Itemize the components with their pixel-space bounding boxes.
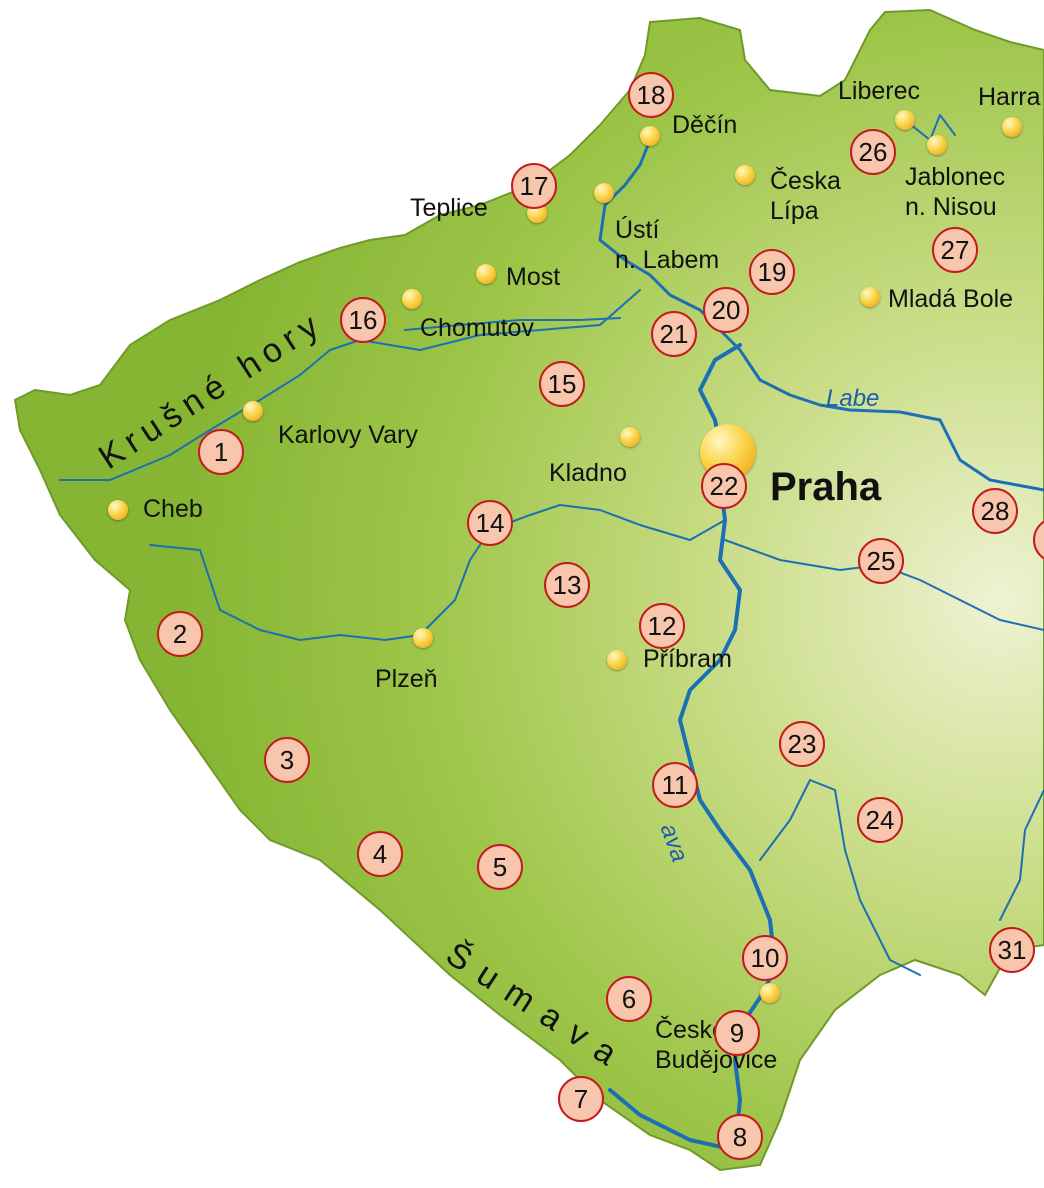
marker-1[interactable]: 1 [198, 429, 244, 475]
marker-26[interactable]: 26 [850, 129, 896, 175]
marker-18[interactable]: 18 [628, 72, 674, 118]
rivers [59, 114, 1044, 1152]
city-label-p-bram: Příbram [643, 645, 732, 673]
marker-23[interactable]: 23 [779, 721, 825, 767]
river-luznice [759, 779, 921, 976]
city-label-most: Most [506, 263, 561, 291]
river-bilina [404, 317, 621, 331]
city-label-liberec: Liberec [838, 77, 920, 105]
marker-9[interactable]: 9 [714, 1010, 760, 1056]
marker-27[interactable]: 27 [932, 227, 978, 273]
marker-3[interactable]: 3 [264, 737, 310, 783]
city-dot--eska[interactable] [735, 165, 755, 185]
marker-25[interactable]: 25 [858, 538, 904, 584]
city-label-d-n: Děčín [672, 111, 738, 139]
city-label-plze-: Plzeň [375, 665, 438, 693]
river-jizera [904, 114, 956, 141]
marker-10[interactable]: 10 [742, 935, 788, 981]
marker-20[interactable]: 20 [703, 287, 749, 333]
marker-30[interactable]: 31 [989, 927, 1035, 973]
city-dot-liberec[interactable] [895, 110, 915, 130]
city-label-chomutov: Chomutov [420, 314, 534, 342]
marker-15[interactable]: 15 [539, 361, 585, 407]
river-labe [598, 138, 1044, 492]
marker-6[interactable]: 6 [606, 976, 652, 1022]
city-dot-cheb[interactable] [108, 500, 128, 520]
marker-21[interactable]: 21 [651, 311, 697, 357]
city-dot-kladno[interactable] [620, 427, 640, 447]
country-outline [13, 8, 1044, 1172]
river-ohre [59, 289, 641, 481]
marker-22[interactable]: 22 [701, 463, 747, 509]
marker-7[interactable]: 7 [558, 1076, 604, 1122]
city-dot-most[interactable] [476, 264, 496, 284]
marker-19[interactable]: 19 [749, 249, 795, 295]
marker-12[interactable]: 12 [639, 603, 685, 649]
river-berounka [149, 504, 726, 641]
city-label-mlad-bole: Mladá Bole [888, 285, 1014, 313]
city-dot-harra[interactable] [1002, 117, 1022, 137]
river-east [999, 789, 1044, 921]
marker-16[interactable]: 16 [340, 297, 386, 343]
city-label-teplice: Teplice [410, 194, 488, 222]
marker-17[interactable]: 17 [511, 163, 557, 209]
city-label-karlovy-vary: Karlovy Vary [278, 421, 418, 449]
city-label-praha: Praha [770, 465, 882, 509]
city-dot-chomutov[interactable] [402, 289, 422, 309]
marker-4[interactable]: 4 [357, 831, 403, 877]
city-dot-mlad-bole[interactable] [860, 287, 880, 307]
marker-11[interactable]: 11 [652, 762, 698, 808]
city-dot--esk-[interactable] [760, 983, 780, 1003]
city-dot-jablonec[interactable] [927, 135, 947, 155]
marker-24[interactable]: 24 [857, 797, 903, 843]
river-label-0: Labe [826, 385, 880, 412]
city-label-cheb: Cheb [143, 495, 203, 523]
city-dot-karlovy-vary[interactable] [243, 401, 263, 421]
marker-5[interactable]: 5 [477, 844, 523, 890]
marker-28[interactable]: 28 [972, 488, 1018, 534]
marker-13[interactable]: 13 [544, 562, 590, 608]
city-label-kladno: Kladno [549, 459, 627, 487]
city-dot-p-bram[interactable] [607, 650, 627, 670]
city-label-harra: Harra [978, 83, 1041, 111]
city-dot-d-n[interactable] [640, 126, 660, 146]
city-dot-plze-[interactable] [413, 628, 433, 648]
marker-8[interactable]: 8 [717, 1114, 763, 1160]
marker-14[interactable]: 14 [467, 500, 513, 546]
marker-2[interactable]: 2 [157, 611, 203, 657]
city-dot--st-[interactable] [594, 183, 614, 203]
